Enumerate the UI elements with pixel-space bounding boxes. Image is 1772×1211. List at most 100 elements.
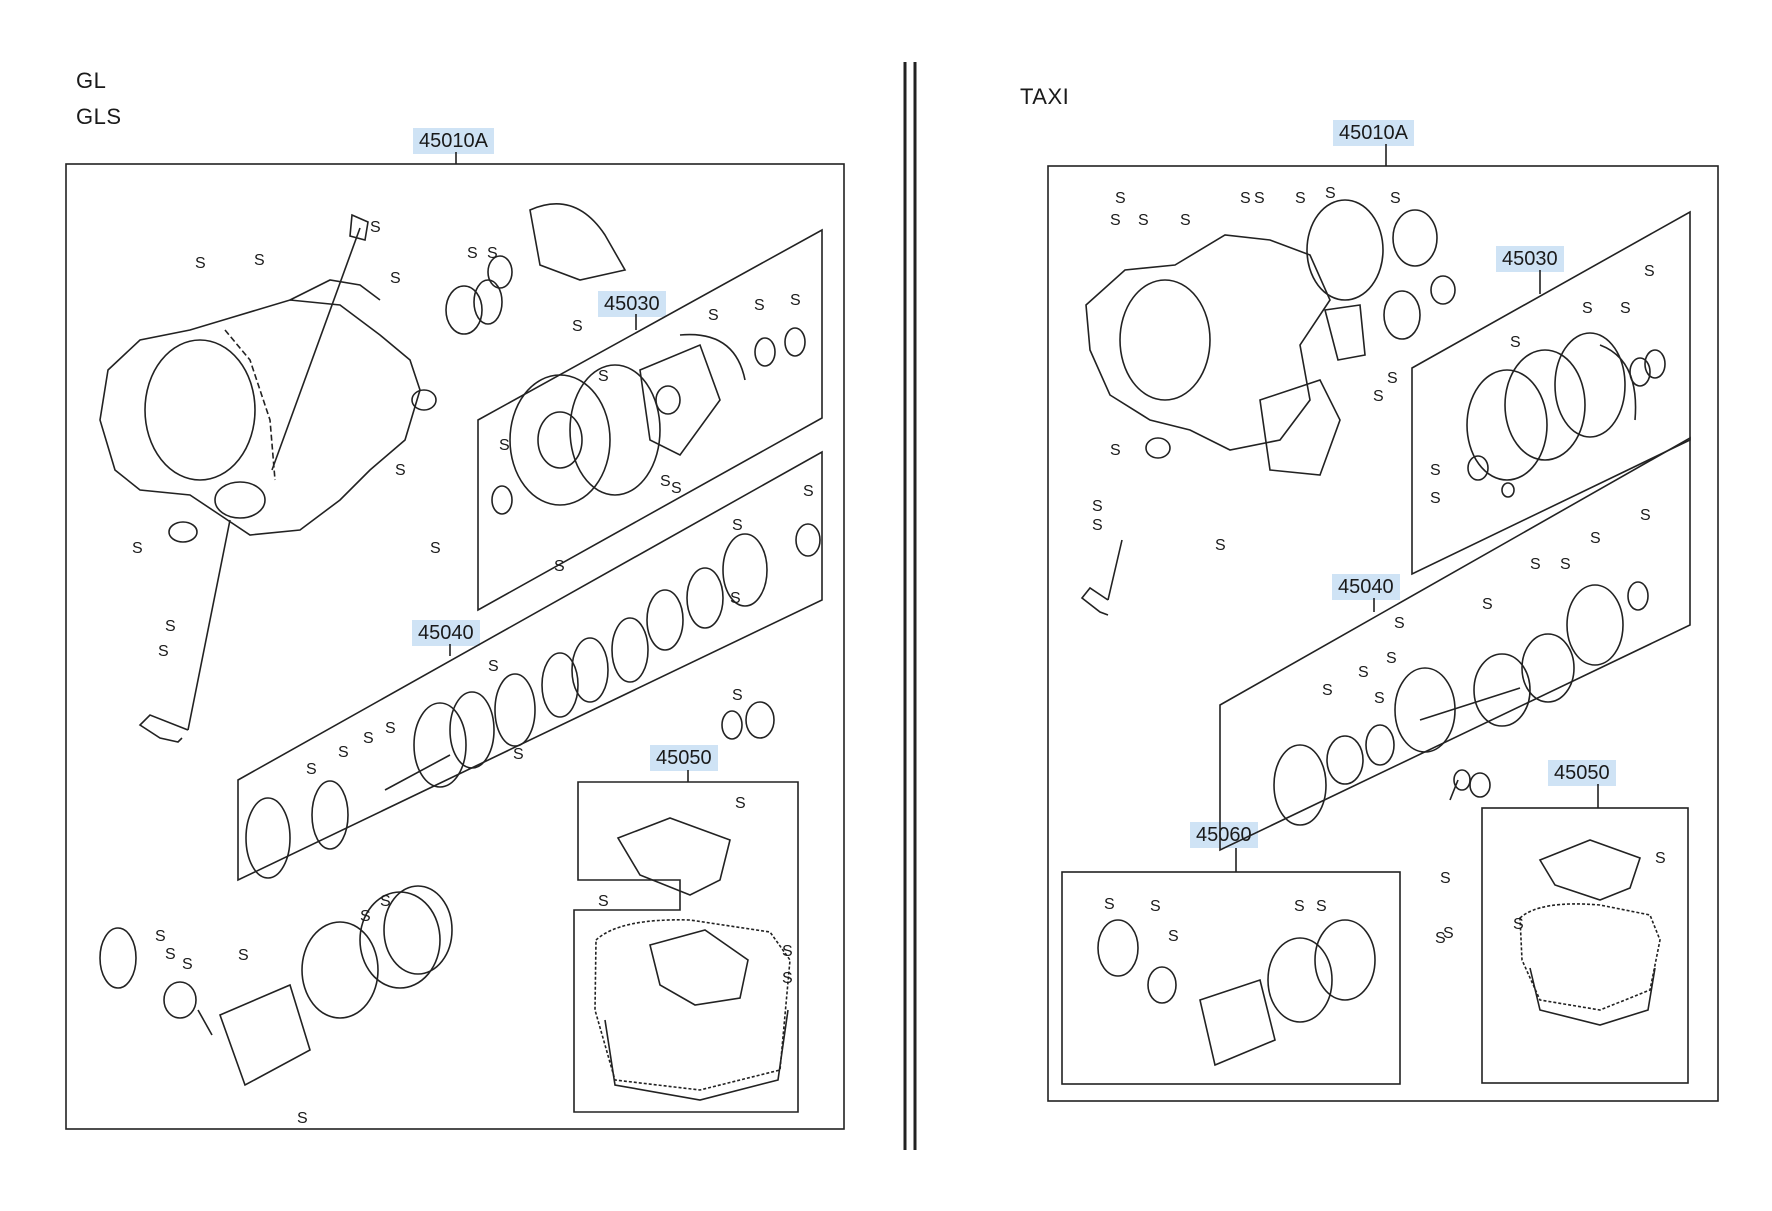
right-pump-ring — [1504, 349, 1586, 461]
right-drum-top — [1392, 209, 1438, 267]
variant-taxi: TAXI — [1020, 84, 1070, 109]
right-case-cover — [1259, 379, 1341, 476]
callout-s: S — [467, 245, 478, 262]
right-case-outline — [1085, 234, 1331, 451]
left-seal-2 — [411, 389, 437, 411]
left-pan-gasket — [594, 919, 791, 1091]
callout-s: S — [430, 540, 441, 557]
callout-s: S — [338, 744, 349, 761]
left-case-boss — [214, 481, 266, 519]
callout-s: S — [238, 947, 249, 964]
callout-s: S — [158, 643, 169, 660]
callout-s: S — [660, 473, 671, 490]
right-plate-1 — [1473, 653, 1531, 727]
right-plate-2 — [1521, 633, 1575, 703]
callout-s: S — [363, 730, 374, 747]
right-pump-housing — [1466, 369, 1548, 481]
callout-s: S — [488, 658, 499, 675]
right-gasket-plate — [1324, 304, 1366, 361]
right-snap-ring — [1599, 344, 1637, 421]
callout-s: S — [1374, 690, 1385, 707]
right-end-ring — [1627, 581, 1649, 611]
right-ring-gear — [1566, 584, 1624, 666]
right-45050-frame — [1481, 807, 1689, 1084]
right-servo-2 — [1267, 937, 1333, 1023]
callout-s: S — [306, 761, 317, 778]
callout-s: S — [370, 219, 381, 236]
right-valve-body — [1538, 839, 1642, 901]
left-label-45030: 45030 — [598, 291, 666, 317]
callout-s: S — [132, 540, 143, 557]
left-plate-2 — [571, 637, 609, 703]
right-pan-gasket — [1519, 903, 1661, 1011]
left-case-gasket — [224, 329, 276, 481]
left-bushing — [487, 255, 513, 289]
callout-s: S — [499, 437, 510, 454]
left-drum-2 — [722, 533, 768, 607]
left-seal-1 — [168, 521, 198, 543]
left-pump-hub — [537, 411, 583, 469]
left-pump-ring — [569, 364, 661, 496]
left-label-45040: 45040 — [412, 620, 480, 646]
callout-s: S — [1254, 190, 1265, 207]
callout-s: S — [165, 618, 176, 635]
callout-s: S — [1294, 898, 1305, 915]
left-piston-2 — [163, 981, 197, 1019]
callout-s: S — [598, 368, 609, 385]
callout-s: S — [395, 462, 406, 479]
right-pump-bolt — [1501, 482, 1515, 498]
callout-s: S — [572, 318, 583, 335]
left-dipstick-handle — [138, 714, 189, 743]
callout-s: S — [182, 956, 193, 973]
callout-s: S — [1168, 928, 1179, 945]
left-pump-housing — [509, 374, 611, 506]
left-plate-1 — [541, 652, 579, 718]
callout-s: S — [782, 970, 793, 987]
callout-s: S — [732, 687, 743, 704]
callout-s: S — [1316, 898, 1327, 915]
left-snap-ring — [679, 333, 746, 381]
left-oring-1 — [754, 337, 776, 367]
left-breather — [349, 213, 369, 241]
callout-s: S — [1110, 442, 1121, 459]
callout-s: S — [1394, 615, 1405, 632]
right-plug — [1449, 779, 1459, 801]
left-assembly-frame — [65, 163, 845, 1130]
callout-s: S — [732, 517, 743, 534]
left-servo-1 — [218, 983, 311, 1087]
callout-s: S — [1358, 664, 1369, 681]
callout-s: S — [1295, 190, 1306, 207]
callout-s: S — [598, 893, 609, 910]
callout-s: S — [1430, 462, 1441, 479]
right-sprocket — [1273, 744, 1327, 826]
left-ring-gear — [611, 617, 649, 683]
right-spring — [1314, 919, 1376, 1001]
left-cover-plate — [529, 203, 627, 281]
callout-s: S — [790, 292, 801, 309]
callout-s: S — [1150, 898, 1161, 915]
right-label-45040: 45040 — [1332, 574, 1400, 600]
callout-s: S — [1138, 212, 1149, 229]
callout-s: S — [380, 893, 391, 910]
right-seal-top — [1430, 275, 1456, 305]
right-plug-head — [1453, 769, 1471, 791]
callout-s: S — [1390, 190, 1401, 207]
callout-s: S — [1110, 212, 1121, 229]
left-small-seal — [721, 710, 743, 740]
right-oring-2 — [1644, 349, 1666, 379]
callout-s: S — [1322, 682, 1333, 699]
left-boot-2 — [473, 279, 503, 325]
right-servo-1 — [1199, 978, 1276, 1067]
left-pan — [604, 1009, 789, 1101]
left-case-bellhousing — [144, 339, 256, 481]
callout-s: S — [1482, 596, 1493, 613]
callout-s: S — [1325, 185, 1336, 202]
callout-s: S — [1443, 925, 1454, 942]
left-sprocket — [245, 797, 291, 879]
callout-s: S — [1644, 263, 1655, 280]
callout-s: S — [1373, 388, 1384, 405]
left-oring-2 — [784, 327, 806, 357]
callout-s: S — [1590, 530, 1601, 547]
callout-s: S — [1560, 556, 1571, 573]
